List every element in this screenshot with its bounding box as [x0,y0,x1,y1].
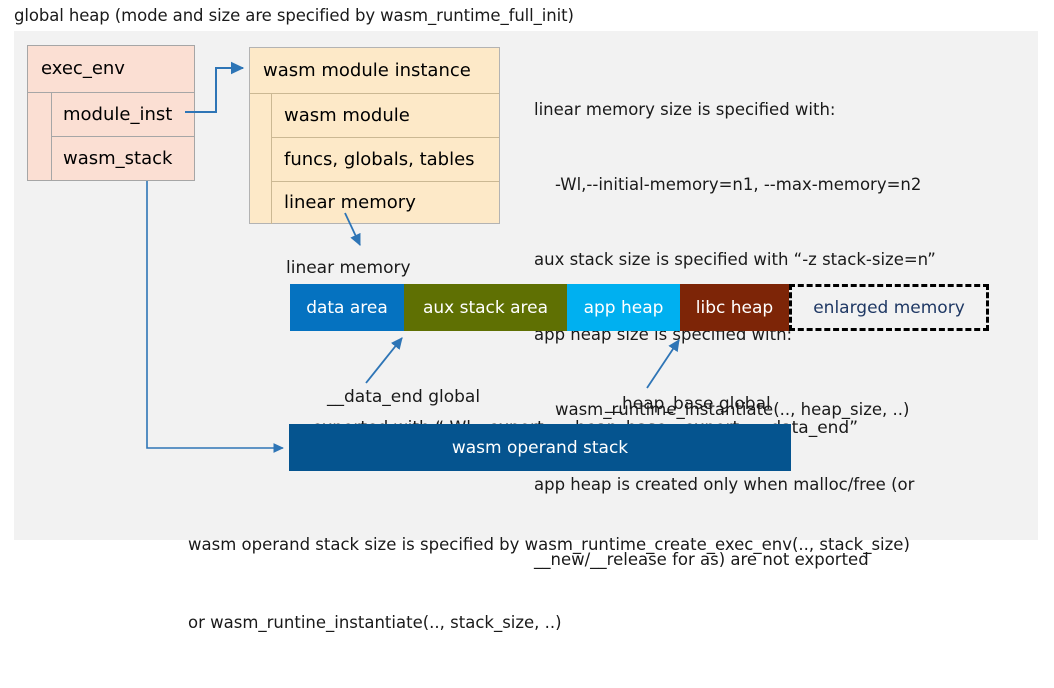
diagram-canvas: exec_env module_inst wasm_stack wasm mod… [14,31,1038,632]
footer-note-line-1: or wasm_runtine_instantiate(.., stack_si… [188,613,562,632]
exec-env-gutter [28,93,52,181]
exec-env-title: exec_env [41,58,125,79]
note-line-4: wasm_runtime_instantiate(.., heap_size, … [534,400,910,419]
footer-note-line-0: wasm operand stack size is specified by … [188,535,910,554]
linear-memory-field-label: linear memory [284,192,416,213]
module-inst-label: module_inst [63,103,173,125]
exec-env-field-module-inst: module_inst [52,93,195,137]
memory-segment-app-heap: app heap [567,284,680,331]
wasm-module-instance-title: wasm module instance [263,59,471,81]
memory-segment-data-area: data area [290,284,404,331]
note-line-2: aux stack size is specified with “-z sta… [534,250,936,269]
funcs-globals-tables-label: funcs, globals, tables [284,148,475,170]
annotation-data-end-global: __data_end global [327,387,481,407]
note-line-1: -Wl,--initial-memory=n1, --max-memory=n2 [534,175,922,194]
wasm-stack-label: wasm_stack [63,148,173,169]
module-instance-field-funcs-globals-tables: funcs, globals, tables [272,138,499,182]
arrow-data-end-global [365,337,403,384]
wasm-operand-stack-box: wasm operand stack [289,424,791,471]
linear-memory-bar: data area aux stack area app heap libc h… [290,284,989,331]
wasm-module-instance-header: wasm module instance [250,48,499,94]
page-title: global heap (mode and size are specified… [14,6,574,25]
exec-env-field-wasm-stack: wasm_stack [52,137,195,181]
exec-env-header: exec_env [28,46,194,93]
memory-segment-app-heap-label: app heap [583,297,664,318]
module-instance-field-linear-memory: linear memory [272,182,499,224]
note-line-5: app heap is created only when malloc/fre… [534,475,915,494]
memory-segment-aux-stack-area: aux stack area [404,284,567,331]
wasm-module-label: wasm module [284,104,410,126]
operand-stack-notes: wasm operand stack size is specified by … [188,480,910,688]
memory-segment-data-area-label: data area [306,297,388,318]
wasm-operand-stack-label: wasm operand stack [451,437,629,458]
memory-segment-libc-heap: libc heap [680,284,789,331]
linear-memory-caption: linear memory [286,258,411,278]
diagram-root: global heap (mode and size are specified… [14,6,1038,632]
wasm-module-instance-gutter [250,94,272,224]
memory-segment-enlarged-memory: enlarged memory [789,284,989,331]
memory-segment-enlarged-memory-label: enlarged memory [813,297,965,318]
wasm-module-instance-box: wasm module instance wasm module funcs, … [249,47,500,224]
module-instance-field-wasm-module: wasm module [272,94,499,138]
memory-segment-libc-heap-label: libc heap [695,297,774,318]
memory-segment-aux-stack-area-label: aux stack area [422,297,549,318]
note-line-0: linear memory size is specified with: [534,100,836,119]
annotation-heap-base-global: __heap_base global [605,394,771,414]
exec-env-box: exec_env module_inst wasm_stack [27,45,195,181]
